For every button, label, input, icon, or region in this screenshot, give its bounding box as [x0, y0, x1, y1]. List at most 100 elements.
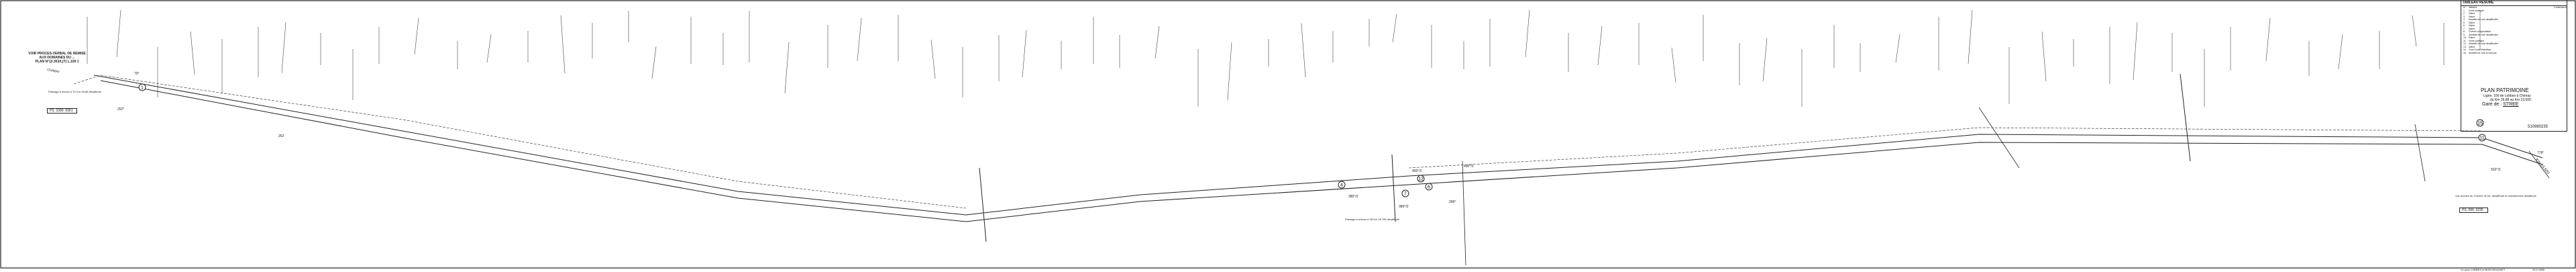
parcel-number: 15	[2477, 122, 2483, 126]
right-note: Voir archive du Chemin de fer, désaffect…	[2455, 194, 2536, 197]
parcel-circle	[1401, 189, 1409, 197]
leader-line	[2133, 21, 2138, 81]
leader-line	[1525, 9, 1530, 58]
road-crossing-1	[979, 167, 987, 242]
km-range: du Km 26,88 au Km 23,500	[2490, 98, 2531, 102]
road-crossing-6	[2414, 124, 2426, 182]
parcel-circle	[138, 83, 146, 91]
row-nature: Sabre	[2469, 21, 2475, 24]
parcel-number: 12	[1418, 177, 1424, 182]
leader-line	[1671, 47, 1676, 83]
row-nature: Sabre	[2469, 24, 2475, 27]
parcel-number: 7	[1404, 192, 1407, 197]
road-crossing-4	[1978, 107, 2020, 169]
drawing-number: 510980235	[2528, 125, 2548, 129]
leader-line	[560, 15, 566, 74]
passage-note-left: Passage à niveau n°21 Km 26,88 désaffect…	[48, 90, 101, 93]
leader-line	[1022, 30, 1027, 78]
passage-note-mid: Passage à niveau n°28 Km 25,765 désaffec…	[1345, 218, 1400, 221]
parcel-number: 4	[1340, 183, 1343, 188]
leader-line	[1301, 23, 1306, 78]
road-crossing-3	[1462, 161, 1466, 266]
parcel-label: 380°/2	[1348, 195, 1358, 199]
row-no: 7	[2463, 27, 2465, 30]
leader-line	[2338, 34, 2343, 70]
plan-title: PLAN PATRIMOINE	[2481, 87, 2529, 93]
row-no: 6	[2463, 24, 2465, 27]
parcel-label: 262	[278, 134, 284, 138]
parcel-circle	[2478, 134, 2486, 142]
row-nature: Assiette du voie désaffectée	[2469, 18, 2498, 21]
parcel-number: 1	[141, 86, 144, 91]
row-no: 8	[2463, 30, 2465, 33]
row-no: 5	[2463, 21, 2465, 24]
leader-line	[414, 17, 419, 55]
summary-header: N°Natures Contenance	[2461, 6, 2567, 9]
km-end-line	[2528, 150, 2550, 179]
leader-line	[1155, 26, 1160, 59]
parcel-label: 400°/2	[1412, 169, 1422, 173]
footer-right: 29.9.1985	[2532, 268, 2544, 271]
leader-line	[281, 21, 286, 74]
track-line	[1408, 127, 2483, 169]
parcel-circle	[1417, 175, 1425, 183]
ref-left[interactable]: PS. 1090. 0361	[47, 108, 78, 114]
leader-line	[1597, 26, 1603, 66]
row-nature: Cour à marchandises	[2469, 48, 2491, 51]
row-nature: Sabre	[2469, 45, 2475, 48]
col-contenance: Contenance	[2554, 6, 2567, 9]
row-nature: Sabre	[2469, 12, 2475, 15]
parcel-label: 389°/2	[1399, 205, 1409, 209]
row-no: 10	[2463, 36, 2466, 39]
parcel-label: 778°	[2537, 151, 2544, 155]
row-nature: Sabre	[2469, 27, 2475, 30]
col-nature: Natures	[2469, 6, 2477, 9]
gare-name: STREE	[2503, 102, 2519, 107]
row-nature: Assiette de voie désaffectée	[2469, 42, 2498, 45]
proces-verbal-note: VOIR PROCES-VERBAL DE REMISE AUX DOMAINE…	[27, 52, 87, 64]
leader-line	[2041, 31, 2047, 82]
summary-title: TABLEAU RESUME	[2461, 0, 2567, 6]
leader-line	[1895, 34, 1900, 63]
row-no: 1	[2463, 9, 2465, 12]
col-no: N°	[2463, 6, 2466, 9]
row-no: 3	[2463, 15, 2465, 18]
row-no: 13	[2463, 45, 2466, 48]
parcel-label: 252°	[117, 107, 125, 111]
summary-row: 7 Sabre	[2461, 28, 2567, 31]
leader-line	[857, 17, 862, 62]
leader-line	[1762, 38, 1768, 82]
summary-row: 6 Sabre	[2461, 24, 2567, 28]
leader-line	[116, 9, 121, 58]
track-line	[100, 80, 2543, 222]
row-no: 14	[2463, 48, 2466, 51]
parcel-number: 6	[1428, 185, 1430, 190]
road-crossing-2	[1391, 154, 1396, 222]
gare-row: Gare de : STREE	[2482, 102, 2518, 107]
track-line	[93, 75, 2543, 216]
parcel-circle	[2476, 119, 2484, 127]
leader-line	[651, 46, 657, 79]
parcel-number: 11	[2479, 136, 2484, 141]
parcel-label: 399°	[1449, 200, 1456, 204]
parcel-leader-lines	[87, 9, 2481, 107]
gare-label: Gare de :	[2482, 102, 2502, 107]
parcel-label: 502°/3	[2491, 168, 2501, 172]
railway-tracks	[73, 75, 2543, 222]
ref-right[interactable]: PS. 090. 0235	[2459, 208, 2488, 213]
summary-row: 3 Sabre	[2461, 15, 2567, 19]
leader-line	[784, 42, 790, 94]
